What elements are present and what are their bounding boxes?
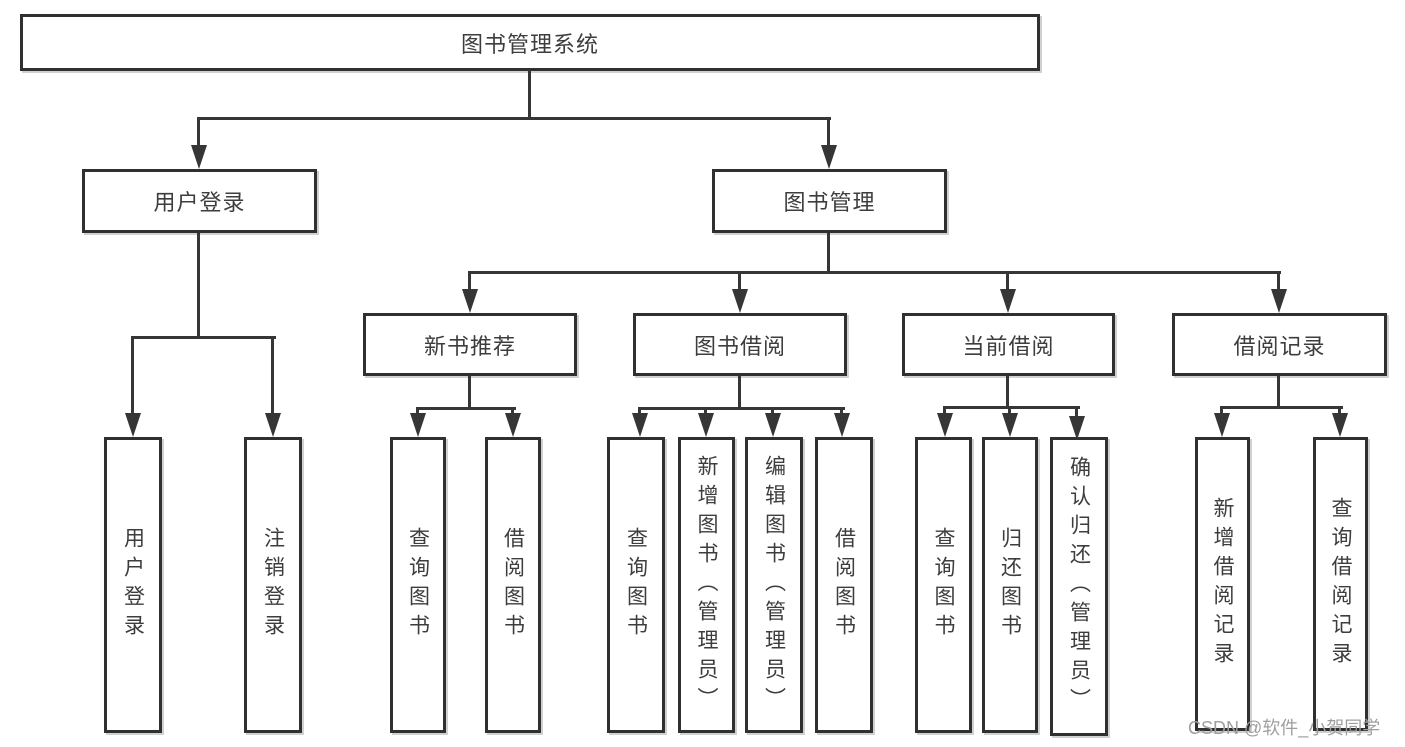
connector-hline bbox=[132, 336, 276, 339]
connector-vline bbox=[738, 376, 741, 410]
connector-hline bbox=[417, 407, 516, 410]
node-borrow-records: 借阅记录 bbox=[1172, 313, 1387, 376]
connector-vline bbox=[827, 233, 830, 274]
node-leaf-query-books-2: 查询图书 bbox=[607, 437, 665, 733]
node-label: 编辑图书（管理员） bbox=[762, 454, 786, 716]
node-label: 归还图书 bbox=[998, 527, 1022, 643]
node-label: 图书借阅 bbox=[693, 333, 786, 359]
node-leaf-borrow-books-1: 借阅图书 bbox=[485, 437, 541, 733]
node-leaf-add-books-admin: 新增图书（管理员） bbox=[678, 437, 735, 733]
node-label: 新书推荐 bbox=[423, 333, 516, 359]
arrow-down-icon bbox=[265, 413, 281, 437]
connector-arrow-stub bbox=[131, 336, 134, 413]
connector-arrow-stub bbox=[1008, 406, 1011, 413]
node-leaf-confirm-return-admin: 确认归还（管理员） bbox=[1050, 437, 1108, 736]
node-book-management: 图书管理 bbox=[712, 169, 947, 233]
arrow-down-icon bbox=[937, 413, 953, 437]
node-root-system: 图书管理系统 bbox=[20, 14, 1040, 71]
node-label: 新增借阅记录 bbox=[1211, 497, 1234, 671]
node-leaf-user-login: 用户登录 bbox=[104, 437, 162, 733]
arrow-down-icon bbox=[732, 289, 748, 313]
node-leaf-return-books: 归还图书 bbox=[982, 437, 1038, 733]
arrow-down-icon bbox=[821, 145, 837, 169]
connector-hline bbox=[469, 271, 1281, 274]
node-new-book-recommend: 新书推荐 bbox=[363, 313, 577, 376]
node-user-login: 用户登录 bbox=[82, 169, 317, 233]
node-label: 借阅记录 bbox=[1233, 333, 1326, 359]
connector-vline bbox=[528, 70, 531, 120]
node-label: 新增图书（管理员） bbox=[695, 454, 718, 716]
node-leaf-query-borrow-record: 查询借阅记录 bbox=[1313, 437, 1368, 731]
arrow-down-icon bbox=[1332, 413, 1348, 437]
connector-arrow-stub bbox=[738, 271, 741, 289]
arrow-down-icon bbox=[834, 413, 850, 437]
connector-arrow-stub bbox=[511, 407, 514, 413]
csdn-watermark: CSDN @软件_小贺同学 bbox=[1188, 718, 1381, 738]
node-label: 借阅图书 bbox=[501, 527, 525, 643]
connector-arrow-stub bbox=[271, 336, 274, 413]
node-label: 用户登录 bbox=[153, 190, 246, 215]
connector-arrow-stub bbox=[1277, 271, 1280, 289]
connector-hline bbox=[638, 407, 845, 410]
arrow-down-icon bbox=[125, 413, 141, 437]
node-leaf-query-books-3: 查询图书 bbox=[915, 437, 972, 733]
node-label: 查询图书 bbox=[932, 527, 955, 643]
node-leaf-borrow-books-2: 借阅图书 bbox=[815, 437, 873, 733]
arrow-down-icon bbox=[410, 413, 426, 437]
connector-arrow-stub bbox=[1075, 406, 1078, 416]
arrow-down-icon bbox=[1271, 289, 1287, 313]
connector-arrow-stub bbox=[468, 271, 471, 289]
connector-arrow-stub bbox=[1220, 406, 1223, 413]
node-leaf-logout: 注销登录 bbox=[244, 437, 302, 733]
connector-hline bbox=[1220, 406, 1343, 409]
arrow-down-icon bbox=[462, 289, 478, 313]
arrow-down-icon bbox=[505, 413, 521, 437]
node-leaf-add-borrow-record: 新增借阅记录 bbox=[1195, 437, 1250, 731]
connector-arrow-stub bbox=[197, 117, 200, 145]
node-label: 查询图书 bbox=[406, 527, 430, 643]
connector-vline bbox=[197, 233, 200, 339]
connector-hline bbox=[198, 117, 831, 120]
node-label: 图书管理 bbox=[783, 190, 876, 215]
node-book-borrow: 图书借阅 bbox=[633, 313, 847, 376]
arrow-down-icon bbox=[1214, 413, 1230, 437]
node-label: 借阅图书 bbox=[832, 527, 856, 643]
connector-arrow-stub bbox=[827, 117, 830, 145]
arrow-down-icon bbox=[191, 145, 207, 169]
arrow-down-icon bbox=[765, 413, 781, 437]
arrow-down-icon bbox=[1000, 289, 1016, 313]
node-label: 当前借阅 bbox=[962, 333, 1055, 359]
connector-vline bbox=[1006, 376, 1009, 409]
connector-arrow-stub bbox=[771, 407, 774, 413]
node-current-borrow: 当前借阅 bbox=[902, 313, 1115, 376]
node-label: 图书管理系统 bbox=[460, 31, 599, 57]
connector-arrow-stub bbox=[943, 406, 946, 413]
arrow-down-icon bbox=[1002, 413, 1018, 437]
node-label: 查询图书 bbox=[624, 527, 648, 643]
connector-vline bbox=[1277, 376, 1280, 409]
node-label: 确认归还（管理员） bbox=[1067, 456, 1091, 717]
node-label: 查询借阅记录 bbox=[1329, 497, 1352, 671]
connector-arrow-stub bbox=[416, 407, 419, 413]
connector-vline bbox=[468, 376, 471, 410]
connector-arrow-stub bbox=[1338, 406, 1341, 413]
connector-hline bbox=[943, 406, 1080, 409]
arrow-down-icon bbox=[698, 413, 714, 437]
node-leaf-edit-books-admin: 编辑图书（管理员） bbox=[745, 437, 803, 733]
connector-arrow-stub bbox=[1006, 271, 1009, 289]
connector-arrow-stub bbox=[840, 407, 843, 413]
node-label: 注销登录 bbox=[261, 527, 285, 643]
connector-arrow-stub bbox=[638, 407, 641, 413]
arrow-down-icon bbox=[632, 413, 648, 437]
node-leaf-query-books-1: 查询图书 bbox=[390, 437, 446, 733]
arrow-down-icon bbox=[1069, 416, 1085, 440]
node-label: 用户登录 bbox=[121, 527, 145, 643]
connector-arrow-stub bbox=[704, 407, 707, 413]
